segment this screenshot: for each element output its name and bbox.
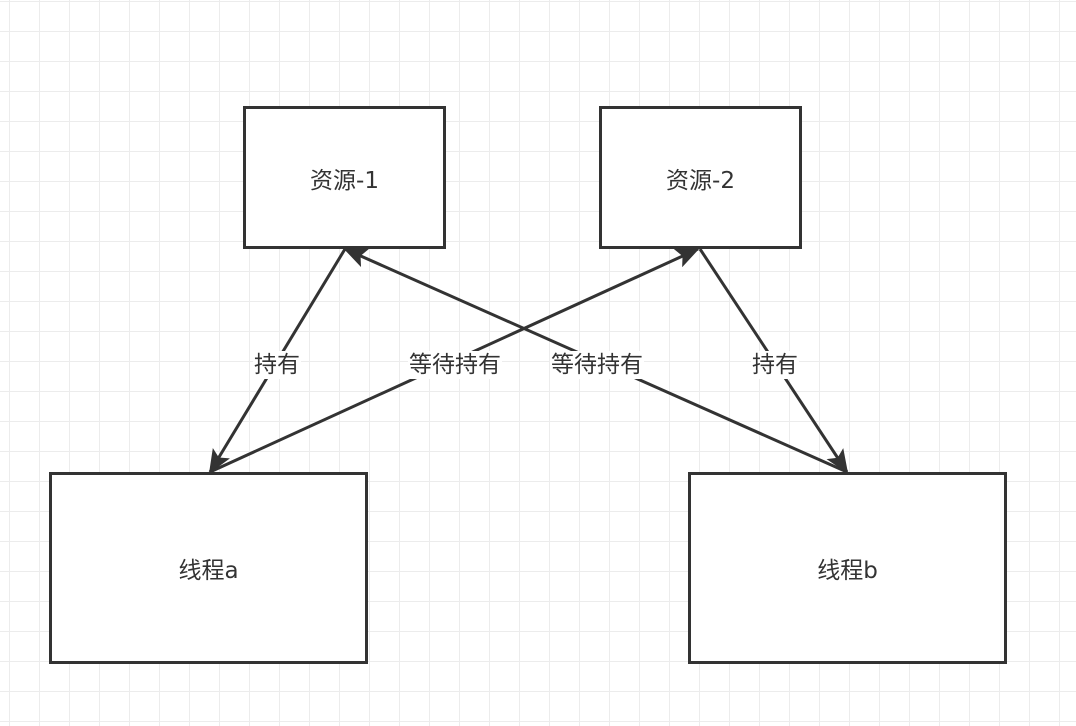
node-thread-a[interactable]: 线程a xyxy=(49,472,368,664)
edge-label: 等待持有 xyxy=(408,351,502,379)
node-resource-1[interactable]: 资源-1 xyxy=(243,106,446,249)
node-label: 线程b xyxy=(817,558,878,584)
node-resource-2[interactable]: 资源-2 xyxy=(599,106,802,249)
edge-label: 持有 xyxy=(253,351,301,379)
node-label: 线程a xyxy=(178,558,239,584)
edge-label: 持有 xyxy=(751,351,799,379)
node-label: 资源-1 xyxy=(310,167,379,194)
node-label: 资源-2 xyxy=(666,167,735,194)
edge-label: 等待持有 xyxy=(550,351,644,379)
node-thread-b[interactable]: 线程b xyxy=(688,472,1007,664)
